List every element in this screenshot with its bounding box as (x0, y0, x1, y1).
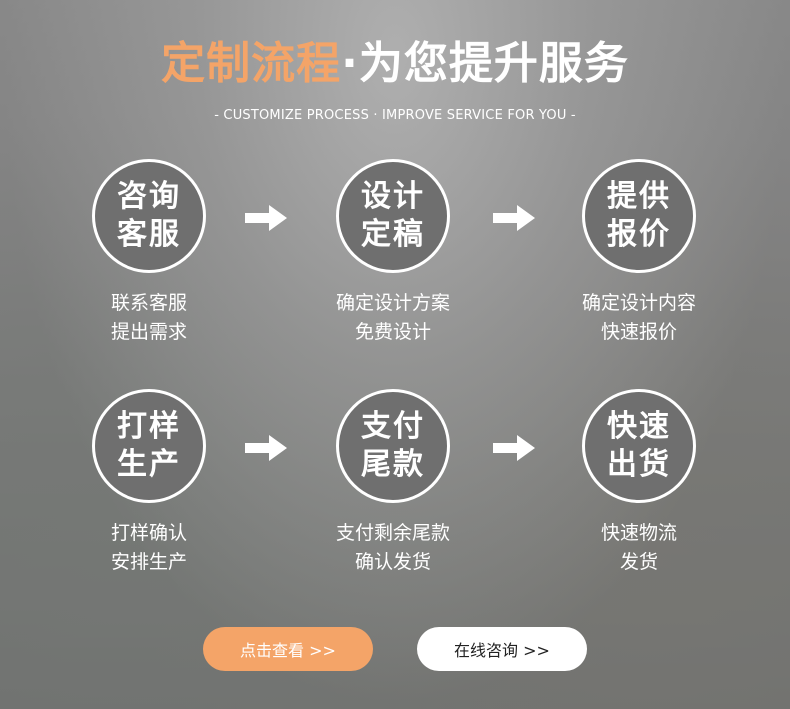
step-desc-line2: 发货 (619, 551, 658, 573)
step-desc-line2: 免费设计 (354, 321, 431, 343)
step-circle-line1: 支付 (361, 409, 425, 444)
step-desc-line1: 确定设计内容 (581, 292, 696, 314)
step-description: 支付剩余尾款 确认发货 (293, 519, 493, 577)
step-circle-line2: 生产 (117, 447, 181, 482)
step-circle: 打样 生产 (92, 389, 206, 503)
step-description: 确定设计内容 快速报价 (539, 289, 739, 347)
step-desc-line1: 打样确认 (110, 522, 187, 544)
step-description: 快速物流 发货 (539, 519, 739, 577)
step-circle-line2: 出货 (607, 447, 671, 482)
step-desc-line2: 提出需求 (110, 321, 187, 343)
step-circle-line1: 咨询 (117, 179, 181, 214)
title-rest: ·为您提升服务 (341, 38, 629, 89)
step-sample: 打样 生产 打样确认 安排生产 (49, 389, 249, 577)
step-consult: 咨询 客服 联系客服 提出需求 (49, 159, 249, 347)
step-circle: 咨询 客服 (92, 159, 206, 273)
page-subtitle: - CUSTOMIZE PROCESS · IMPROVE SERVICE FO… (214, 108, 576, 123)
step-circle: 提供 报价 (582, 159, 696, 273)
step-circle: 快速 出货 (582, 389, 696, 503)
step-description: 联系客服 提出需求 (49, 289, 249, 347)
step-circle-line1: 提供 (607, 179, 671, 214)
step-quote: 提供 报价 确定设计内容 快速报价 (539, 159, 739, 347)
view-details-button[interactable]: 点击查看 >> (203, 627, 373, 671)
step-circle-line1: 设计 (361, 179, 425, 214)
step-circle-line2: 定稿 (361, 217, 425, 252)
arrow-right-icon (493, 205, 535, 231)
step-circle-line2: 客服 (117, 217, 181, 252)
step-description: 确定设计方案 免费设计 (293, 289, 493, 347)
step-payment: 支付 尾款 支付剩余尾款 确认发货 (293, 389, 493, 577)
step-desc-line2: 确认发货 (354, 551, 431, 573)
step-circle: 设计 定稿 (336, 159, 450, 273)
step-desc-line1: 支付剩余尾款 (335, 522, 450, 544)
arrow-right-icon (245, 205, 287, 231)
step-description: 打样确认 安排生产 (49, 519, 249, 577)
step-desc-line2: 快速报价 (600, 321, 677, 343)
step-desc-line1: 快速物流 (600, 522, 677, 544)
step-circle: 支付 尾款 (336, 389, 450, 503)
step-design: 设计 定稿 确定设计方案 免费设计 (293, 159, 493, 347)
step-circle-line1: 打样 (117, 409, 181, 444)
arrow-right-icon (245, 435, 287, 461)
step-circle-line1: 快速 (607, 409, 671, 444)
online-consult-button[interactable]: 在线咨询 >> (417, 627, 587, 671)
step-desc-line1: 确定设计方案 (335, 292, 450, 314)
arrow-right-icon (493, 435, 535, 461)
step-shipping: 快速 出货 快速物流 发货 (539, 389, 739, 577)
title-highlight: 定制流程 (161, 38, 342, 89)
page-title: 定制流程·为您提升服务 (0, 36, 790, 92)
step-desc-line1: 联系客服 (110, 292, 187, 314)
step-circle-line2: 报价 (607, 217, 671, 252)
step-circle-line2: 尾款 (361, 447, 425, 482)
step-desc-line2: 安排生产 (110, 551, 187, 573)
